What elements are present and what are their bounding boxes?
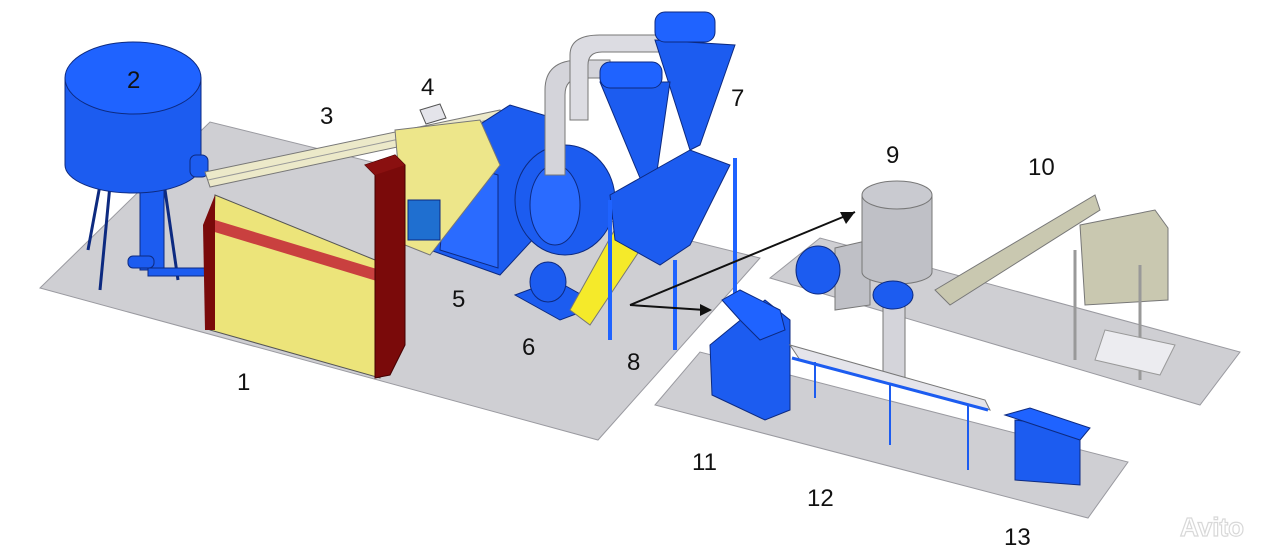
label-11: 11	[692, 449, 717, 476]
label-9: 9	[886, 142, 899, 169]
packing-unit	[934, 194, 1176, 380]
flow-arrows	[629, 211, 856, 316]
briquette-press	[709, 289, 791, 421]
cooling-line	[788, 344, 991, 470]
label-7: 7	[731, 85, 744, 112]
label-3: 3	[320, 103, 333, 130]
label-2: 2	[127, 67, 140, 94]
label-1: 1	[237, 369, 250, 396]
fan	[513, 144, 641, 326]
label-8: 8	[627, 349, 640, 376]
label-10: 10	[1028, 154, 1055, 181]
furnace	[203, 154, 406, 379]
avito-watermark: Avito	[1180, 512, 1244, 542]
cutter-box	[1003, 407, 1091, 486]
label-13: 13	[1004, 524, 1031, 551]
label-5: 5	[452, 286, 465, 313]
label-6: 6	[522, 334, 535, 361]
label-4: 4	[421, 74, 434, 101]
label-12: 12	[807, 485, 834, 512]
hopper-tank	[64, 41, 209, 291]
cyclones	[599, 11, 737, 350]
mixer-cooler	[795, 180, 933, 381]
